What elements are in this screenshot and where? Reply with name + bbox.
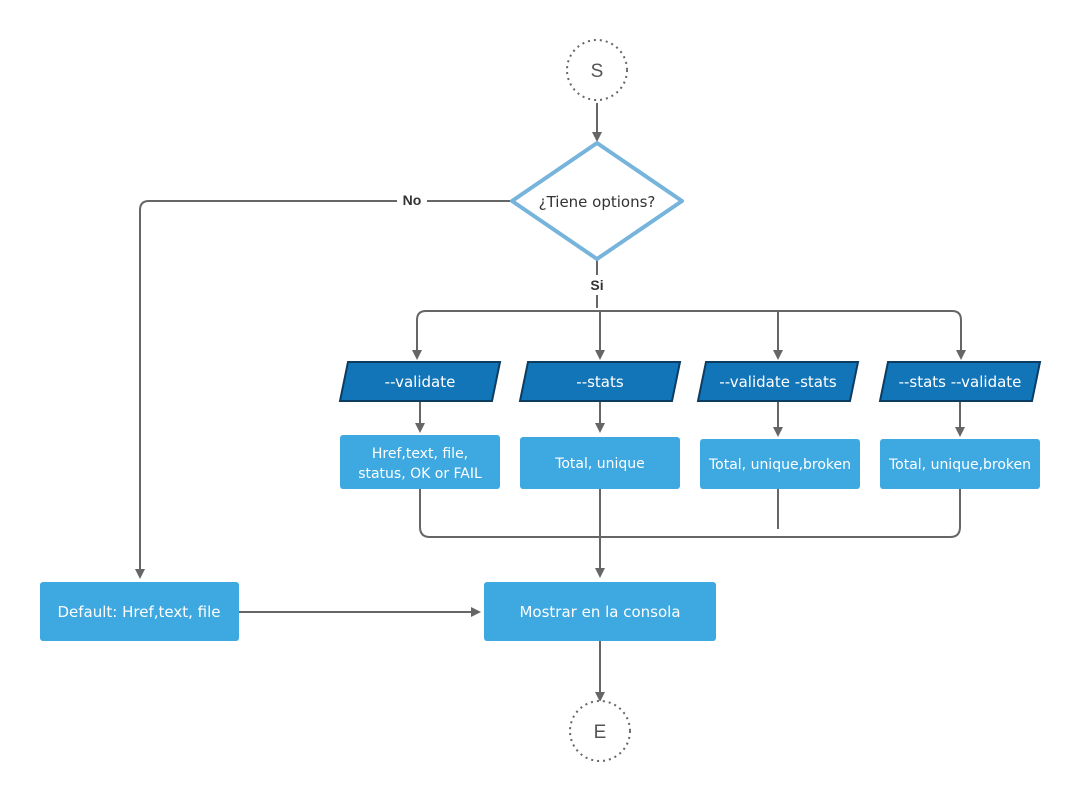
- decision-node: ¿Tiene options?: [510, 141, 684, 261]
- output-box-label: Mostrar en la consola: [519, 603, 680, 621]
- option-validate-stats: --validate -stats: [696, 361, 860, 402]
- result-stats-validate-label: Total, unique,broken: [888, 457, 1031, 473]
- result-stats-label: Total, unique: [554, 456, 645, 472]
- end-node: E: [569, 700, 631, 762]
- result-validate-stats: Total, unique,broken: [700, 439, 860, 489]
- yes-label: Si: [590, 277, 603, 293]
- end-label: E: [594, 722, 607, 743]
- result-stats: Total, unique: [520, 437, 680, 489]
- option-validate-label: --validate: [385, 373, 456, 391]
- start-label: S: [591, 61, 604, 82]
- no-label: No: [403, 192, 422, 208]
- edge-results-bus: [419, 489, 961, 538]
- option-stats-validate-label: --stats --validate: [899, 373, 1022, 391]
- result-stats-validate: Total, unique,broken: [880, 439, 1040, 489]
- result-validate-line1: Href,text, file,: [372, 446, 468, 462]
- output-box: Mostrar en la consola: [484, 582, 716, 641]
- edge-yes-bus: [416, 310, 966, 360]
- option-stats-validate: --stats --validate: [878, 361, 1042, 402]
- default-box: Default: Href,text, file: [40, 582, 239, 641]
- start-node: S: [566, 39, 628, 101]
- option-stats: --stats: [518, 361, 682, 402]
- result-validate: Href,text, file, status, OK or FAIL: [340, 435, 500, 489]
- default-box-label: Default: Href,text, file: [57, 603, 220, 621]
- edge-no-to-default: [135, 200, 512, 579]
- connectors: [135, 103, 966, 702]
- result-validate-line2: status, OK or FAIL: [358, 466, 482, 482]
- option-validate-stats-label: --validate -stats: [719, 373, 837, 391]
- result-validate-stats-label: Total, unique,broken: [708, 457, 851, 473]
- option-validate: --validate: [338, 361, 502, 402]
- yes-label-bg: [586, 275, 608, 295]
- no-label-bg: [397, 190, 427, 210]
- decision-label: ¿Tiene options?: [539, 193, 656, 211]
- option-stats-label: --stats: [576, 373, 624, 391]
